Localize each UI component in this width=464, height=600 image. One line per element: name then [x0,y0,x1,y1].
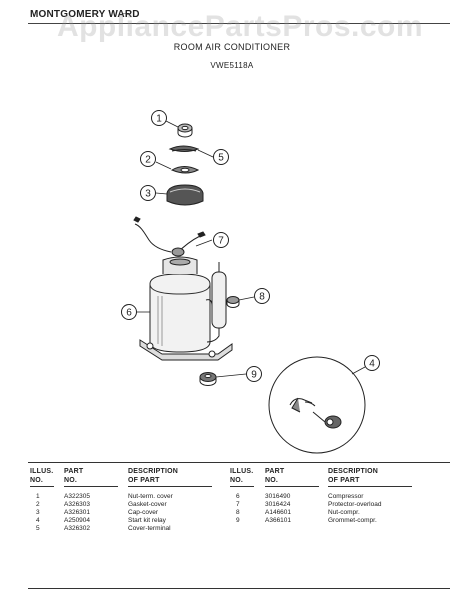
svg-text:5: 5 [218,153,224,164]
header-illus-no-right: ILLUS. NO. [230,468,254,484]
rule-desc [128,486,212,487]
svg-text:9: 9 [251,370,257,381]
part-start-kit-relay [268,356,366,454]
part-grommet-compr [199,372,217,386]
part-compressor [139,256,233,361]
svg-text:2: 2 [145,155,151,166]
callout-5: 5 [213,149,229,165]
brand-name: MONTGOMERY WARD [30,9,140,20]
part-protector-overload [133,216,206,257]
watermark: AppliancePartsPros.com [56,10,424,43]
table-bottom-rule [28,588,450,589]
part-cover-terminal [168,145,200,152]
header-description-right: DESCRIPTION OF PART [328,468,379,484]
part-cap-cover [166,184,204,206]
callout-4: 4 [364,355,380,371]
brand-trademark-mark: — [123,11,129,17]
rule-desc-right [328,486,412,487]
svg-text:7: 7 [218,236,224,247]
rule-part-right [265,486,319,487]
svg-text:3: 3 [145,189,151,200]
header-part-no: PART NO. [64,468,84,484]
callout-8: 8 [254,288,270,304]
header-part-no-right: PART NO. [265,468,285,484]
header-rule [28,23,450,24]
header-description: DESCRIPTION OF PART [128,468,179,484]
svg-text:8: 8 [259,292,265,303]
callout-6: 6 [121,304,137,320]
rule-part [64,486,118,487]
part-nut-terminal-cover [177,123,193,138]
header-illus-no: ILLUS. NO. [30,468,54,484]
callout-2: 2 [140,151,156,167]
callout-7: 7 [213,232,229,248]
model-number: VWE5118A [210,61,254,70]
rule-illus-right [230,486,254,487]
callout-1: 1 [151,110,167,126]
callout-3: 3 [140,185,156,201]
document-title: ROOM AIR CONDITIONER [173,42,291,52]
svg-text:1: 1 [156,114,162,125]
part-gasket-cover [170,166,200,174]
svg-text:4: 4 [369,359,375,370]
part-nut-compr [226,296,240,308]
callout-9: 9 [246,366,262,382]
rule-illus [30,486,54,487]
table-top-rule [28,462,450,463]
svg-text:6: 6 [126,308,132,319]
